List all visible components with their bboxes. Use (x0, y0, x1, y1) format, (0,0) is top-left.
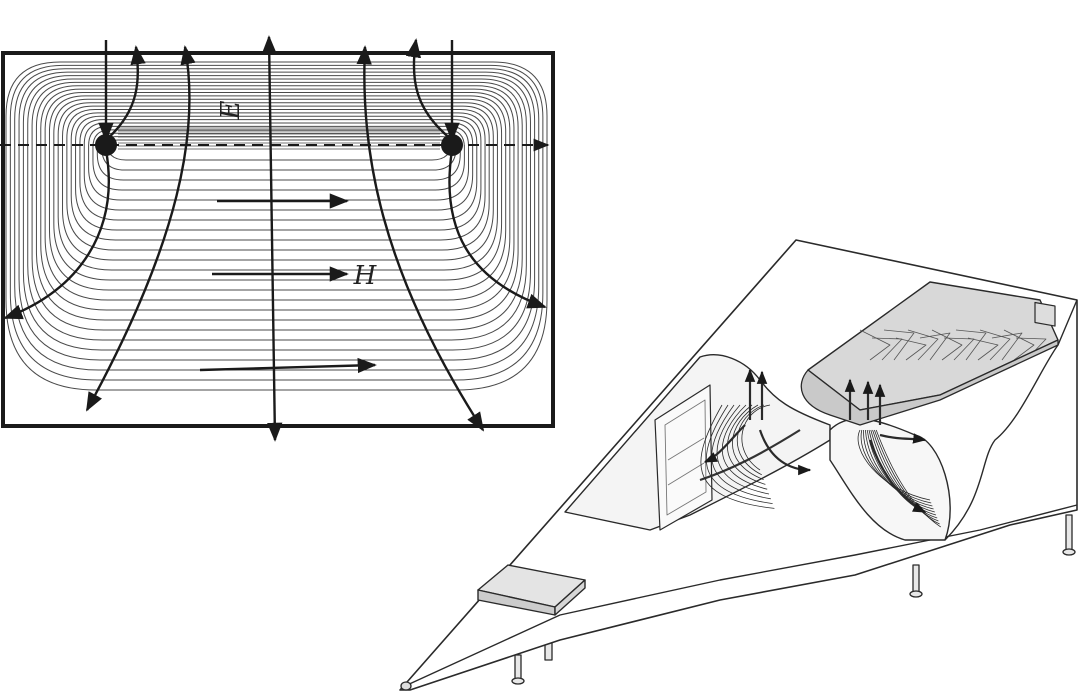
h-contour-loop (5, 61, 548, 391)
ridge-shade-stroke (931, 329, 963, 361)
ridge-right-dot (441, 134, 463, 156)
e-line-right-3 (356, 45, 485, 432)
ridge-shade-stroke (859, 329, 891, 361)
h-contour-loop (14, 68, 540, 371)
h-contour-loop (101, 136, 457, 171)
horn-e-arrow (758, 429, 812, 476)
h-arrow-3 (199, 357, 377, 374)
ridge-block-front (800, 339, 1059, 426)
ridge-shade-stroke (979, 329, 1011, 361)
h-contour-loop (35, 85, 519, 321)
left-lobe-loop (700, 404, 775, 509)
h-contour-loop (27, 78, 527, 341)
ridge-shade-stroke (991, 332, 1023, 361)
inner-panel-details (664, 399, 801, 516)
right-lobe-loop (857, 429, 931, 501)
cutaway-inner-panel (654, 384, 713, 531)
waveguide-frame (1, 51, 555, 428)
h-contour-loop (70, 112, 486, 241)
feed-connector (400, 681, 412, 691)
h-contour-loop (48, 95, 507, 291)
h-contour-loop (31, 81, 523, 331)
e-line-left-3 (85, 45, 196, 412)
e-line-right-1 (448, 149, 547, 309)
left-lobe-loop (705, 404, 773, 504)
horn-field-lines (700, 368, 942, 528)
right-lobe-loop (860, 429, 932, 504)
e-label: E (216, 100, 246, 120)
horn-e-arrow (879, 433, 927, 444)
right-lobe-loop (870, 429, 938, 519)
ridge-left-dot (95, 134, 117, 156)
ridge-shade-stroke (883, 329, 915, 361)
h-contour-loop (22, 75, 531, 351)
left-lobe-loop (727, 404, 766, 485)
h-contour-loop (66, 108, 490, 251)
horn-antenna-3d (399, 239, 1078, 691)
left-lobe-loop (736, 404, 765, 476)
ridge-shade-stroke (955, 329, 987, 361)
left-lobe-loop (721, 404, 768, 490)
h-label: H (353, 261, 378, 291)
feed-flange-side (554, 579, 586, 616)
h-contour-loop (40, 88, 515, 311)
right-lobe-loop (874, 429, 940, 525)
magnetic-field-contours (5, 61, 548, 391)
ridge-shade-stroke (895, 337, 927, 361)
h-contour-loop (88, 125, 470, 201)
ridge-block-shading (859, 329, 1047, 361)
cross-section-panel: E H (0, 35, 555, 442)
h-contour-loop (44, 92, 511, 301)
ridge-shade-stroke (907, 329, 939, 361)
ridge-block-window (1034, 301, 1056, 327)
h-contour-loop (57, 102, 498, 271)
electric-field-lines (3, 35, 547, 442)
right-lobe-loop (872, 429, 939, 522)
e-line-center (261, 35, 283, 442)
h-direction-arrows (199, 193, 377, 374)
ridge-shade-stroke (919, 332, 951, 361)
h-contour-loop (18, 71, 536, 361)
ridge-shade-stroke (1003, 329, 1035, 361)
horn-e-arrow (703, 424, 746, 463)
horn-e-arrow (868, 439, 927, 513)
h-contour-loop (83, 122, 474, 211)
right-outer-shell (944, 299, 1078, 541)
horn-lower-edge (404, 504, 1078, 687)
h-contour-loop (62, 105, 494, 261)
ridge-shade-stroke (967, 337, 999, 361)
